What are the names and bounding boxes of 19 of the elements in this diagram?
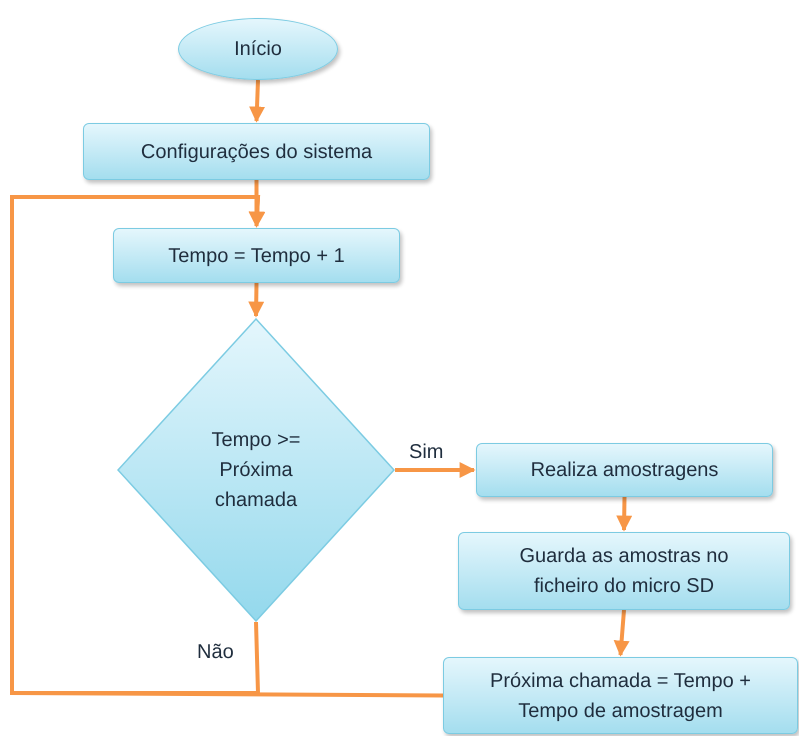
arrow [395,462,476,478]
node-text: Guarda as amostras no ficheiro do micro SD [518,544,730,599]
process-box [443,657,798,734]
process-box [83,123,430,180]
arrow [248,282,264,318]
arrow [616,496,632,532]
node-text: Próxima chamada = Tempo + Tempo de amostragem [489,668,752,724]
node-text: Tempo = Tempo + 1 [168,244,345,268]
node-text: Início [234,37,282,62]
node-text: Tempo >= Próxima chamada [210,428,302,513]
process-box [476,443,773,497]
process-box [458,532,790,610]
decision-diamond [117,318,395,622]
arrow [10,195,444,698]
arrow [614,610,630,657]
arrow [249,80,266,123]
process-box [113,228,400,283]
node-text: Configurações do sistema [140,140,372,164]
node-text: Realiza amostragens [530,458,718,483]
